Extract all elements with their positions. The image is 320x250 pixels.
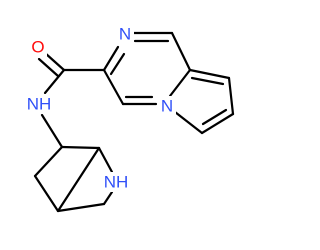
molecule-structure: O N N NH NH [24,24,235,213]
bond-c-o-1 [43,51,66,72]
bond-fusion-n [168,68,192,98]
bond-c3-n-pyrrole-b [173,110,204,135]
atom-o-carbonyl: O [31,37,44,56]
bond-bicyclic-a [60,145,101,150]
bond-amide-n-bicyclic [40,113,64,149]
bond-carbonyl-amide [43,68,66,95]
bond-fusion-c1 [188,68,231,80]
bond-bicyclic-c [33,174,60,213]
bond-ring-double-inner [109,52,126,76]
bond-bicyclic-b [33,145,64,178]
bond-c2-c3 [200,112,235,135]
bond-fusion-c1-inner [190,76,225,86]
bond-bicyclic-d [56,146,101,213]
bond-c2-c3-inner [201,108,228,126]
atom-n-pyrrole: N [161,96,173,115]
molecule-canvas: O N N NH NH [24,24,235,213]
bond-c1-c2 [227,76,235,116]
bond-ring-n-pyrazine [102,45,120,72]
atom-nh-amide: NH [27,94,52,113]
atom-nh-ring: NH [104,172,129,191]
atom-n-pyrazine: N [119,24,131,43]
bond-c-o-2 [37,57,60,78]
bond-bicyclic-e [56,202,106,213]
bond-c-fusion [170,31,192,72]
bonds [33,31,235,213]
bond-bicyclic-f [97,146,114,174]
atom-labels: O N N NH NH [24,24,176,192]
bond-bicyclic-g [102,190,114,206]
bond-ring-c3 [102,68,125,106]
